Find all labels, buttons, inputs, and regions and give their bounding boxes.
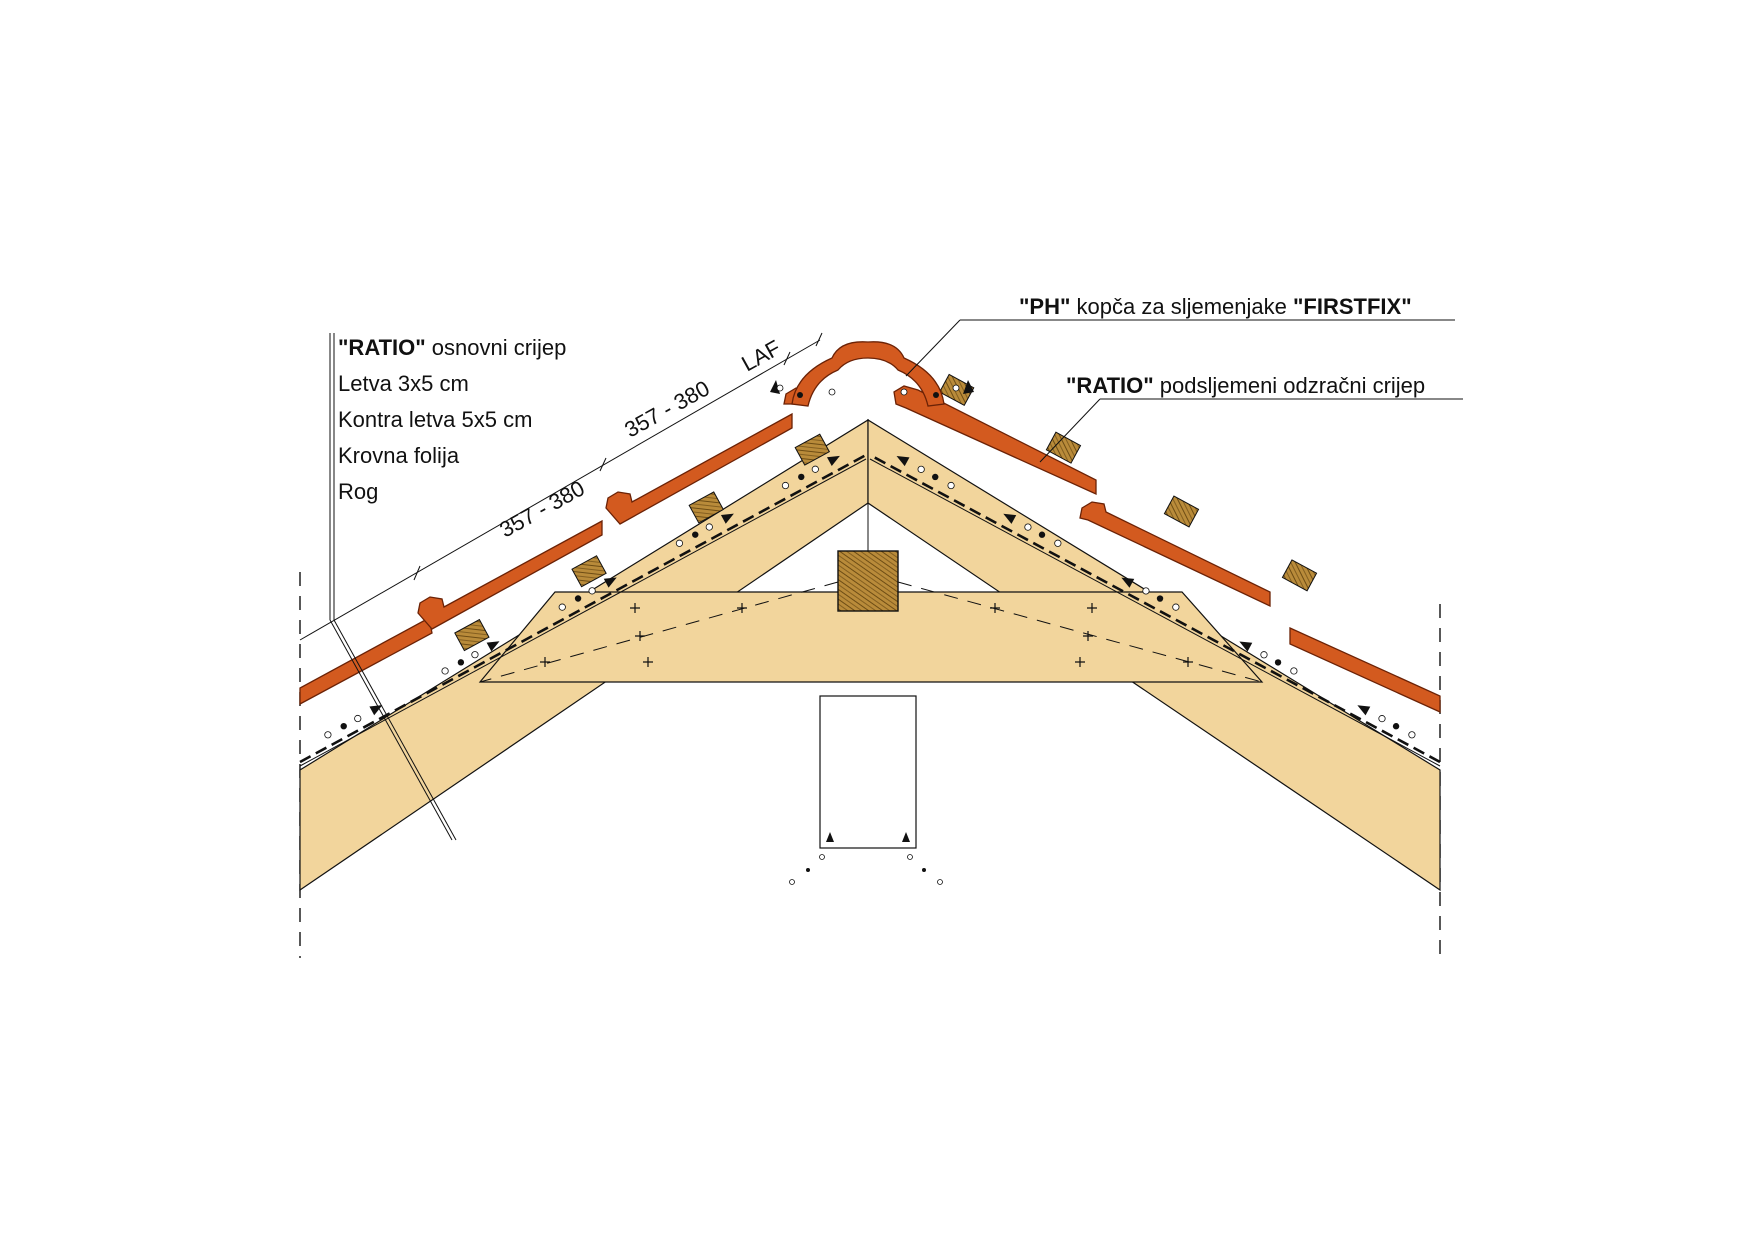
- battens: [454, 373, 1318, 652]
- airflow-ring: [781, 481, 790, 490]
- airflow-dot: [1274, 659, 1282, 666]
- airflow-dot: [798, 473, 805, 481]
- tile-right-lower: [1289, 626, 1441, 714]
- airflow-ring: [441, 667, 449, 675]
- airflow-ring: [1378, 715, 1386, 723]
- airflow-dot: [1392, 723, 1400, 730]
- label-ridge-clip: "PH" kopča za sljemenjake "FIRSTFIX": [1019, 294, 1412, 319]
- left-label-leader: [329, 333, 457, 841]
- nail-cross: [643, 657, 653, 667]
- tile-left-2: [605, 412, 793, 525]
- airflow-ring: [1260, 651, 1268, 659]
- nail-cross: [1083, 631, 1093, 641]
- tile-right-2: [1079, 501, 1271, 608]
- airflow-dot: [1038, 531, 1046, 538]
- airflow-arrow: [1239, 641, 1253, 652]
- nail-cross: [990, 603, 1000, 613]
- batten: [1163, 495, 1200, 528]
- dimension-lines: [299, 332, 823, 641]
- nail-cross: [635, 631, 645, 641]
- batten: [1281, 559, 1318, 592]
- vent-tile-label-leader: [1039, 398, 1463, 463]
- batten: [1045, 431, 1082, 464]
- airflow-ring: [588, 587, 596, 595]
- nail-cross: [1075, 657, 1085, 667]
- airflow-arrow: [720, 513, 734, 524]
- nail-cross: [630, 603, 640, 613]
- airflow-dot: [692, 531, 699, 538]
- airflow-dot: [1156, 595, 1164, 602]
- tile-left-1: [417, 519, 603, 630]
- nail-cross: [540, 657, 550, 667]
- label-rafter: Rog: [338, 479, 378, 504]
- airflow-ring: [811, 465, 819, 473]
- roof-membrane: [299, 453, 1441, 767]
- airflow-ring: [705, 523, 713, 531]
- nail-cross: [1183, 657, 1193, 667]
- ridge-purlin: [837, 550, 899, 612]
- airflow-ring: [1172, 603, 1180, 611]
- clip-label-leader: [905, 319, 1455, 377]
- airflow-arrow: [1003, 513, 1017, 524]
- airflow-arrow: [603, 577, 617, 588]
- airflow-ring: [471, 651, 479, 659]
- airflow-ring: [1142, 587, 1150, 595]
- airflow-arrow: [1121, 577, 1135, 588]
- timber-truss: [299, 418, 1441, 892]
- airflow-arrow: [896, 456, 910, 467]
- tile-left-lower: [299, 617, 433, 706]
- label-membrane: Krovna folija: [338, 443, 460, 468]
- label-counter-batten: Kontra letva 5x5 cm: [338, 407, 532, 432]
- roof-tiles: [299, 341, 1441, 714]
- nail-cross: [737, 603, 747, 613]
- airflow-ring: [947, 481, 955, 490]
- label-batten: Letva 3x5 cm: [338, 371, 469, 396]
- nail-markers: [540, 603, 1193, 667]
- ridge-vent-markers: [770, 380, 974, 398]
- dimension-lower: 357 - 380: [495, 475, 588, 542]
- airflow-ring: [1024, 523, 1032, 531]
- airflow-dot: [574, 595, 582, 602]
- airflow-ring: [354, 714, 362, 723]
- post: [789, 695, 943, 885]
- airflow-ring: [1408, 731, 1416, 739]
- nail-cross: [1087, 603, 1097, 613]
- airflow-ring: [675, 539, 684, 547]
- collar-dash-right: [897, 581, 1263, 683]
- airflow-dot: [340, 722, 347, 730]
- tile-right-1: [893, 385, 1097, 496]
- airflow-ring: [324, 731, 332, 739]
- airflow-markers: [324, 455, 1416, 739]
- airflow-arrow: [1357, 705, 1371, 716]
- label-basic-tile: "RATIO" osnovni crijep: [338, 335, 566, 360]
- ridge-tile: [791, 341, 945, 407]
- label-vent-tile: "RATIO" podsljemeni odzračni crijep: [1066, 373, 1425, 398]
- airflow-arrow: [826, 455, 840, 466]
- airflow-ring: [1290, 667, 1298, 675]
- dimension-laf: LAF: [737, 335, 784, 376]
- collar-tie: [478, 591, 1264, 683]
- airflow-ring: [917, 465, 925, 473]
- airflow-dot: [932, 473, 939, 481]
- batten: [571, 555, 607, 588]
- airflow-ring: [558, 603, 566, 611]
- batten: [454, 618, 490, 652]
- airflow-dot: [457, 659, 465, 666]
- airflow-arrow: [486, 641, 500, 652]
- airflow-ring: [1054, 539, 1062, 547]
- batten: [794, 433, 831, 466]
- collar-dash-left: [479, 581, 839, 683]
- batten: [688, 491, 724, 524]
